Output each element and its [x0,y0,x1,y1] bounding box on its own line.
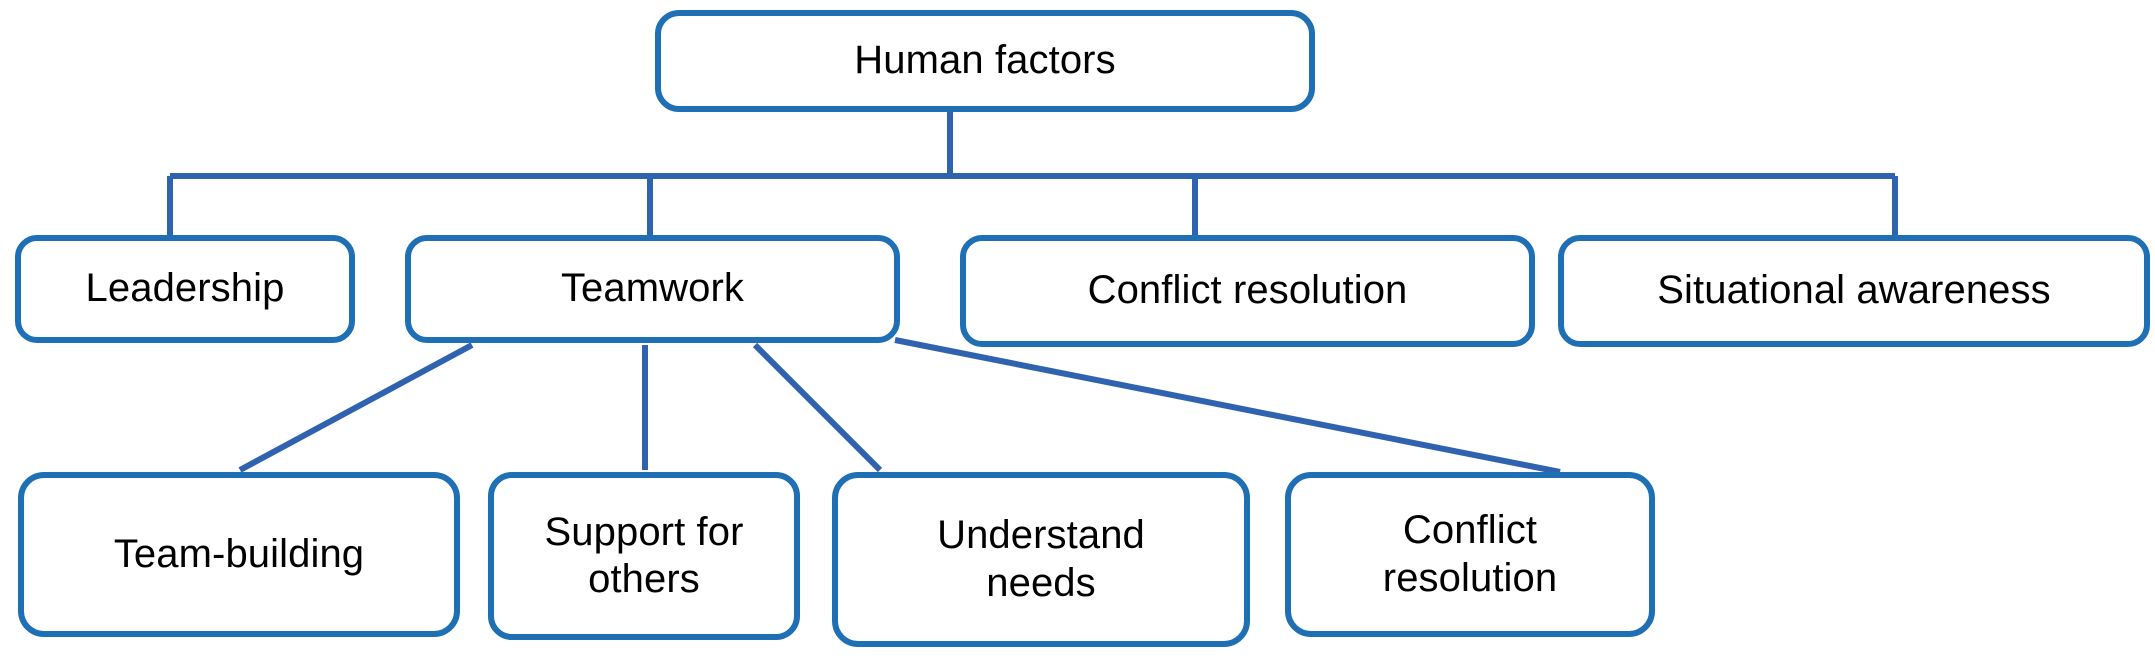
node-label-understand-needs: Understand needs [937,513,1145,605]
node-label-support-for-others: Support for others [544,509,744,601]
connector-link-teamwork-conflict-resolution [894,337,1561,475]
node-conflict-resolution-l2[interactable]: Conflict resolution [960,235,1535,347]
node-label-leadership: Leadership [85,266,285,311]
node-label-human-factors: Human factors [854,38,1116,83]
node-situational-awareness[interactable]: Situational awareness [1558,235,2150,347]
node-team-building[interactable]: Team-building [18,472,460,637]
node-teamwork[interactable]: Teamwork [405,235,900,343]
node-label-team-building: Team-building [113,531,365,576]
node-label-conflict-resolution-l3: Conflict resolution [1382,508,1558,600]
node-conflict-resolution-l3[interactable]: Conflict resolution [1285,472,1655,637]
connector-link-teamwork-team-building [238,342,474,473]
node-human-factors[interactable]: Human factors [655,10,1315,112]
node-label-situational-awareness: Situational awareness [1657,268,2051,313]
node-understand-needs[interactable]: Understand needs [832,472,1250,647]
node-leadership[interactable]: Leadership [15,235,355,343]
node-support-for-others[interactable]: Support for others [488,472,800,640]
connector-link-teamwork-understand-needs [752,342,883,473]
node-label-teamwork: Teamwork [560,266,745,311]
node-label-conflict-resolution-l2: Conflict resolution [1087,268,1408,313]
